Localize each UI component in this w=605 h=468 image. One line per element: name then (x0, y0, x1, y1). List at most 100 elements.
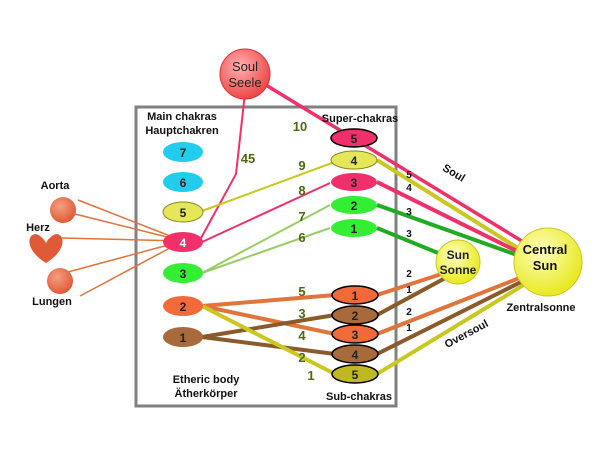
main-chakra-7-label: 7 (180, 146, 187, 160)
central-label: Central (523, 242, 568, 257)
central-sun-label: Sun (533, 258, 558, 273)
etheric-body-box (134, 105, 398, 408)
rnum-5: 5 (406, 170, 412, 181)
main-chakra-2 (163, 296, 203, 316)
sub-chakra-5 (331, 364, 379, 384)
sub5-central-line (375, 270, 547, 376)
super-chakra-4 (330, 150, 378, 170)
herz-label: Herz (26, 222, 50, 234)
sun-node: Sun Sonne (435, 239, 481, 285)
sub3-central-line (376, 266, 546, 336)
main3-super1-line (201, 227, 331, 274)
super-chakra-3-label: 3 (351, 176, 358, 190)
main-chakra-5-label: 5 (180, 206, 187, 220)
sub-chakra-2 (331, 305, 379, 325)
weight-5: 5 (298, 284, 305, 299)
soul-node: Soul Seele (219, 48, 271, 100)
main2-sub5-line (201, 304, 336, 376)
super-chakras-title: Super-chakras (322, 113, 398, 125)
main-chakra-5 (162, 201, 204, 223)
weight-45: 45 (241, 151, 255, 166)
sub-chakra-1 (331, 285, 379, 305)
weight-4: 4 (298, 328, 306, 343)
heart-icon (29, 234, 63, 263)
rnum-2b: 2 (406, 307, 412, 318)
lungen-label: Lungen (32, 296, 72, 308)
main2-sub3-line (201, 304, 336, 336)
sun-label: Sun (447, 248, 470, 262)
sub-chakra-5-label: 5 (352, 368, 359, 382)
main-chakra-1 (163, 327, 203, 347)
weight-9: 9 (298, 158, 305, 173)
soul-line-label: Soul (440, 162, 467, 185)
main4-super3-line (201, 182, 331, 243)
super-chakras: 5 4 3 2 1 (330, 128, 378, 237)
soul-label: Soul (232, 59, 258, 74)
sub4-central-line (376, 268, 546, 356)
weight-2: 2 (298, 350, 305, 365)
main1-sub4-line (201, 335, 336, 356)
rnum-3a: 3 (406, 207, 412, 218)
rnum-2a: 2 (406, 269, 412, 280)
seele-label: Seele (228, 75, 261, 90)
weight-3: 3 (298, 306, 305, 321)
main3-super2-line (201, 204, 331, 274)
lungen-line-2 (79, 240, 184, 297)
main2-sub1-line (201, 293, 336, 308)
super-chakra-5 (330, 128, 378, 148)
aorta-label: Aorta (41, 180, 71, 192)
lungen-node (47, 268, 73, 294)
sonne-label: Sonne (440, 263, 477, 277)
main-chakra-6 (163, 172, 203, 192)
main-chakra-7 (163, 142, 203, 162)
super-chakra-1-label: 1 (351, 222, 358, 236)
main-chakra-3-label: 3 (180, 267, 187, 281)
main-chakra-4-label: 4 (180, 236, 187, 250)
super-chakra-5-label: 5 (351, 132, 358, 146)
super-chakra-2 (331, 196, 377, 214)
main-chakra-2-label: 2 (180, 300, 187, 314)
oversoul-line-label: Oversoul (443, 318, 491, 351)
main-chakra-1-label: 1 (180, 331, 187, 345)
zentralsonne-label: Zentralsonne (506, 302, 575, 314)
herz-line (61, 237, 184, 242)
soul-heart-line (199, 92, 246, 241)
weight-7: 7 (298, 209, 305, 224)
aorta-line-1 (77, 199, 184, 242)
aorta-node (50, 197, 76, 223)
weight-8: 8 (298, 183, 305, 198)
rnum-4: 4 (406, 183, 412, 194)
sub-chakra-4 (331, 344, 379, 364)
weight-10: 10 (293, 119, 307, 134)
super-chakra-3 (331, 173, 377, 191)
etheric-body-label: Etheric body (173, 374, 241, 386)
soul-central-line (255, 77, 549, 259)
weight-6: 6 (298, 230, 305, 245)
hauptchakren-title: Hauptchakren (145, 125, 219, 137)
sub-chakras-title: Sub-chakras (326, 391, 392, 403)
right-numbers: 5 4 3 3 2 1 2 1 (406, 170, 412, 334)
sub-chakra-2-label: 2 (352, 309, 359, 323)
sub-chakra-4-label: 4 (352, 348, 359, 362)
sub-chakras: 1 2 3 4 5 (331, 285, 379, 384)
main-chakras: 7 6 5 4 3 2 1 (162, 142, 204, 347)
super-chakra-1 (331, 219, 377, 237)
sub-chakra-3-label: 3 (352, 328, 359, 342)
rnum-3b: 3 (406, 229, 412, 240)
lungen-line-1 (67, 240, 184, 273)
aetherkoerper-label: Ätherkörper (175, 387, 239, 400)
super-chakra-2-label: 2 (351, 199, 358, 213)
main5-super4-line (201, 159, 341, 212)
main1-sub2-line (201, 313, 336, 339)
rnum-1b: 1 (406, 323, 412, 334)
super-chakra-4-label: 4 (351, 154, 358, 168)
rnum-1a: 1 (406, 285, 412, 296)
main-chakras-title: Main chakras (147, 111, 217, 123)
aorta-line-2 (74, 213, 184, 242)
main-chakra-4 (163, 232, 203, 252)
organs: Aorta Herz Lungen (26, 180, 76, 308)
weight-1: 1 (307, 368, 314, 383)
weight-numbers: 45 10 9 8 7 6 5 3 4 2 1 (241, 119, 315, 383)
sub-chakra-1-label: 1 (352, 289, 359, 303)
